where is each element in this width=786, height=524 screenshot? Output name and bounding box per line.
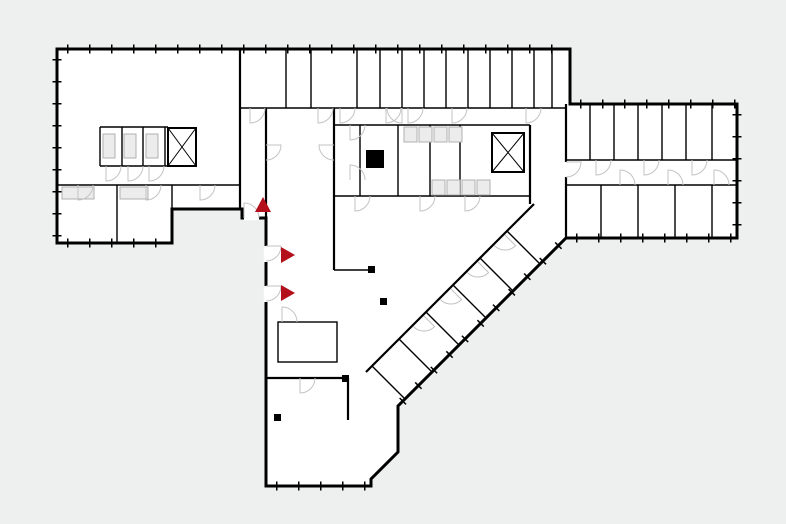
furniture bbox=[61, 126, 491, 200]
service-shaft bbox=[366, 150, 384, 168]
elevator-shaft-right bbox=[491, 132, 525, 173]
elevator-cross-icon bbox=[167, 127, 197, 167]
interior-walls-thin bbox=[57, 49, 737, 399]
elevator-cross-icon bbox=[491, 132, 525, 173]
entrance-marker-up[interactable] bbox=[255, 197, 271, 212]
structural-columns bbox=[274, 266, 387, 421]
wall-openings bbox=[244, 162, 569, 302]
elevator-shaft-left bbox=[167, 127, 197, 167]
entrance-marker-right-1[interactable] bbox=[281, 247, 295, 263]
room-a-outline bbox=[277, 321, 338, 363]
entrance-marker-right-2[interactable] bbox=[281, 285, 295, 301]
markers-layer bbox=[255, 197, 295, 301]
